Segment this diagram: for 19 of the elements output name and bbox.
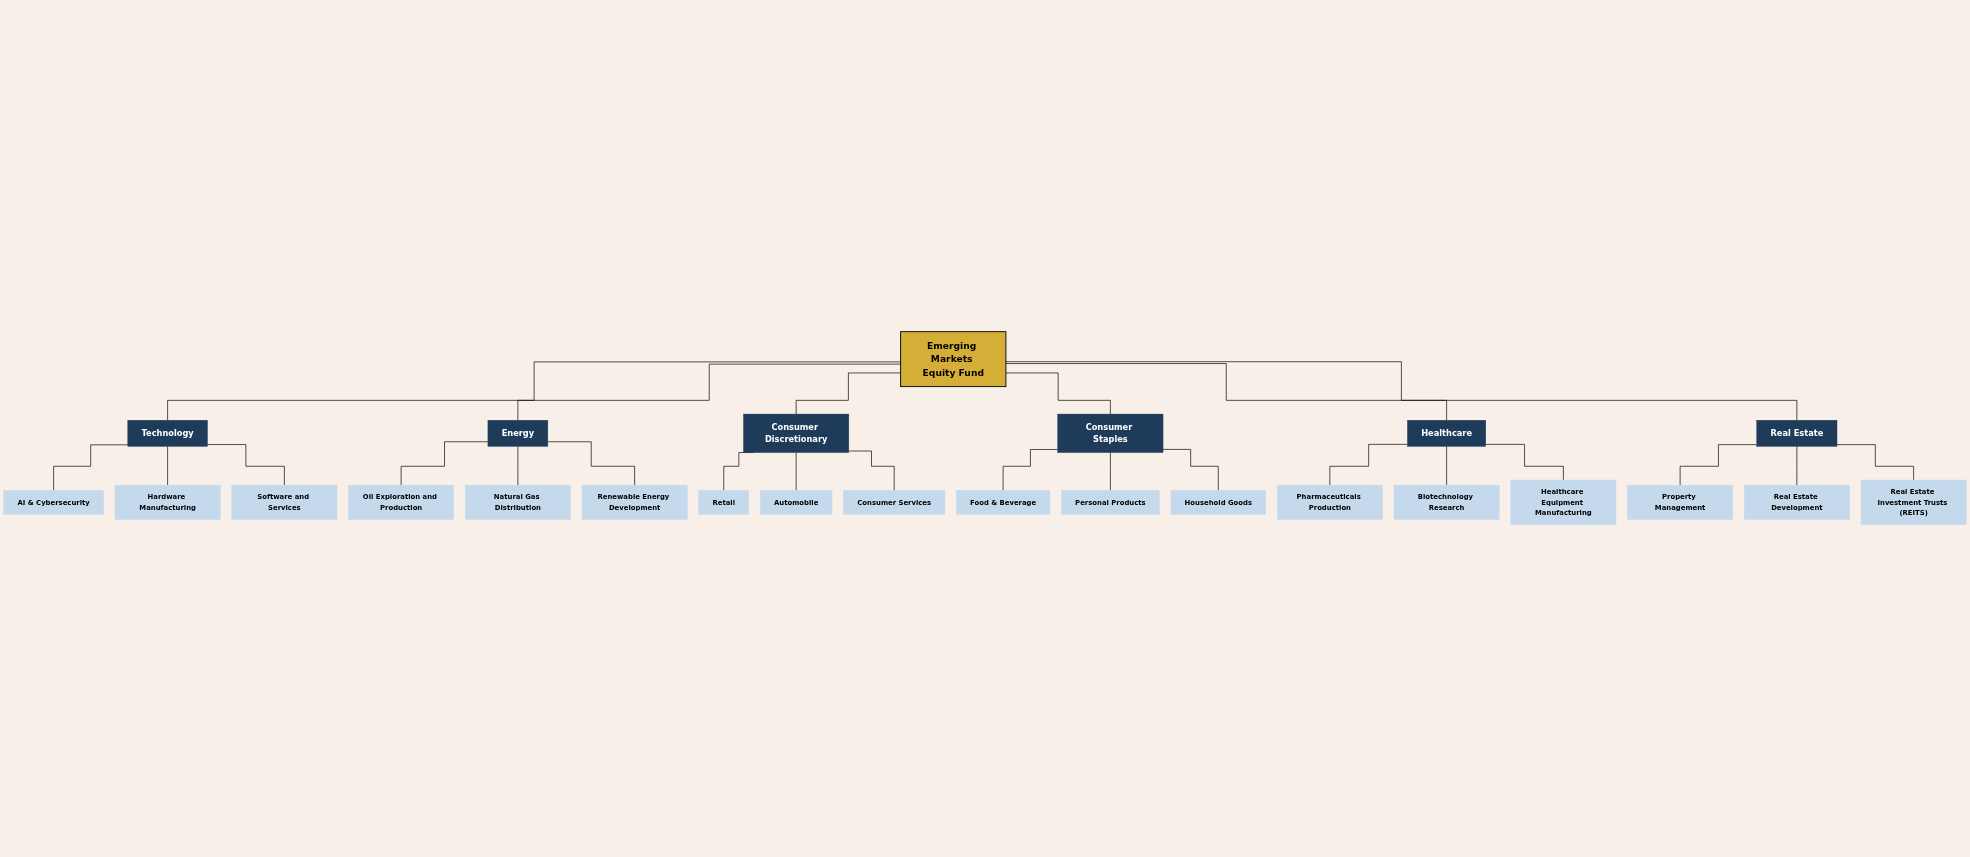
connector — [1485, 444, 1564, 481]
node-box: Emerging Markets Equity Fund — [900, 331, 1007, 388]
node-box: Real Estate — [1756, 420, 1838, 447]
connector — [207, 444, 285, 486]
node-box: Consumer Staples — [1057, 414, 1164, 454]
node-box: Technology — [127, 420, 208, 447]
connector — [1005, 361, 1798, 421]
node-box: Consumer Discretionary — [743, 414, 850, 454]
connector — [517, 364, 901, 421]
node-box: Energy — [487, 420, 549, 447]
connector — [848, 451, 895, 491]
connector — [167, 361, 901, 421]
connector — [1679, 444, 1758, 486]
connector — [400, 441, 489, 486]
connector — [1002, 449, 1059, 491]
connector — [1162, 449, 1219, 491]
connector — [1005, 363, 1447, 421]
node-box: Healthcare — [1407, 420, 1486, 447]
connector — [795, 372, 901, 415]
